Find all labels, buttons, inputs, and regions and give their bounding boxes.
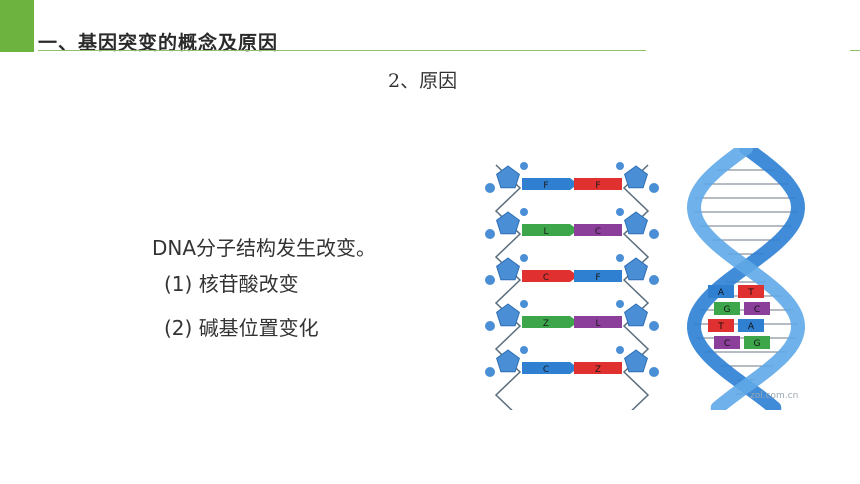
- sugar-pentagon: [624, 211, 648, 235]
- base-block-right: [574, 178, 622, 190]
- base-block-left: [522, 270, 570, 282]
- point-base-position-change: (2) 碱基位置变化: [164, 316, 319, 340]
- sugar-pentagon: [496, 211, 520, 235]
- base-letter-left: C: [543, 365, 549, 375]
- point-dna-structure: DNA分子结构发生改变。: [152, 236, 377, 260]
- phosphate-dot: [520, 300, 528, 308]
- helix-base-right: [744, 302, 770, 315]
- sugar-pentagon: [496, 257, 520, 281]
- sugar-pentagon: [496, 165, 520, 189]
- phosphate-dot: [616, 346, 624, 354]
- phosphate-dot: [520, 346, 528, 354]
- base-letter-right: F: [595, 181, 600, 191]
- point-nucleotide-change: (1) 核苷酸改变: [164, 272, 299, 296]
- base-block-right: [574, 224, 622, 236]
- phosphate-dot: [485, 229, 495, 239]
- phosphate-dot: [649, 275, 659, 285]
- phosphate-dot: [649, 183, 659, 193]
- helix-base-right: [738, 319, 764, 332]
- base-letter-left: C: [543, 273, 549, 283]
- base-letter-right: F: [595, 273, 600, 283]
- phosphate-dot: [485, 367, 495, 377]
- watermark-text: zol.com.cn: [750, 391, 798, 401]
- right-backbone: [622, 164, 650, 410]
- base-block-right: [574, 270, 622, 282]
- helix-base-left: [708, 319, 734, 332]
- phosphate-dot: [485, 321, 495, 331]
- phosphate-dot: [520, 208, 528, 216]
- slide-subtitle: 2、原因: [388, 70, 458, 92]
- sugar-pentagon: [496, 303, 520, 327]
- helix-base-right: [738, 285, 764, 298]
- base-letter-left: F: [543, 181, 548, 191]
- phosphate-dot: [520, 162, 528, 170]
- base-block-left: [522, 316, 570, 328]
- helix-base-left: [708, 285, 734, 298]
- phosphate-dot: [616, 162, 624, 170]
- helix-strand-back: [686, 148, 806, 410]
- base-block-left: [522, 362, 570, 374]
- base-letter-left: Z: [543, 319, 549, 329]
- phosphate-dot: [485, 275, 495, 285]
- dna-ladder-diagram: F F L C C F Z L C Z: [485, 162, 659, 410]
- phosphate-dot: [485, 183, 495, 193]
- helix-base-letter-left: C: [724, 339, 730, 349]
- phosphate-dot: [649, 321, 659, 331]
- phosphate-dot: [616, 254, 624, 262]
- helix-base-right: [744, 336, 770, 349]
- phosphate-dot: [616, 300, 624, 308]
- helix-base-left: [714, 302, 740, 315]
- left-backbone: [494, 164, 522, 410]
- sugar-pentagon: [624, 165, 648, 189]
- helix-base-letter-left: G: [724, 305, 731, 315]
- sugar-pentagon: [624, 257, 648, 281]
- sugar-pentagon: [624, 349, 648, 373]
- phosphate-dot: [520, 254, 528, 262]
- helix-base-letter-left: A: [718, 288, 725, 298]
- helix-base-letter-right: G: [754, 339, 761, 349]
- phosphate-dot: [649, 367, 659, 377]
- title-divider: [38, 50, 646, 51]
- phosphate-dot: [616, 208, 624, 216]
- helix-base-letter-right: A: [748, 322, 755, 332]
- base-letter-right: C: [595, 227, 601, 237]
- sugar-pentagon: [624, 303, 648, 327]
- base-letter-right: Z: [595, 365, 601, 375]
- section-title: 一、基因突变的概念及原因: [38, 32, 279, 54]
- base-letter-right: L: [595, 319, 600, 329]
- helix-base-letter-left: T: [717, 322, 724, 332]
- phosphate-dot: [649, 229, 659, 239]
- helix-base-letter-right: T: [747, 288, 754, 298]
- sugar-pentagon: [496, 349, 520, 373]
- corner-divider: [850, 50, 860, 51]
- base-block-left: [522, 224, 570, 236]
- helix-strand-front: [686, 148, 806, 410]
- helix-base-letter-right: C: [754, 305, 760, 315]
- base-block-left: [522, 178, 570, 190]
- base-block-right: [574, 362, 622, 374]
- base-block-right: [574, 316, 622, 328]
- base-letter-left: L: [543, 227, 548, 237]
- accent-bar: [0, 0, 34, 52]
- helix-base-left: [714, 336, 740, 349]
